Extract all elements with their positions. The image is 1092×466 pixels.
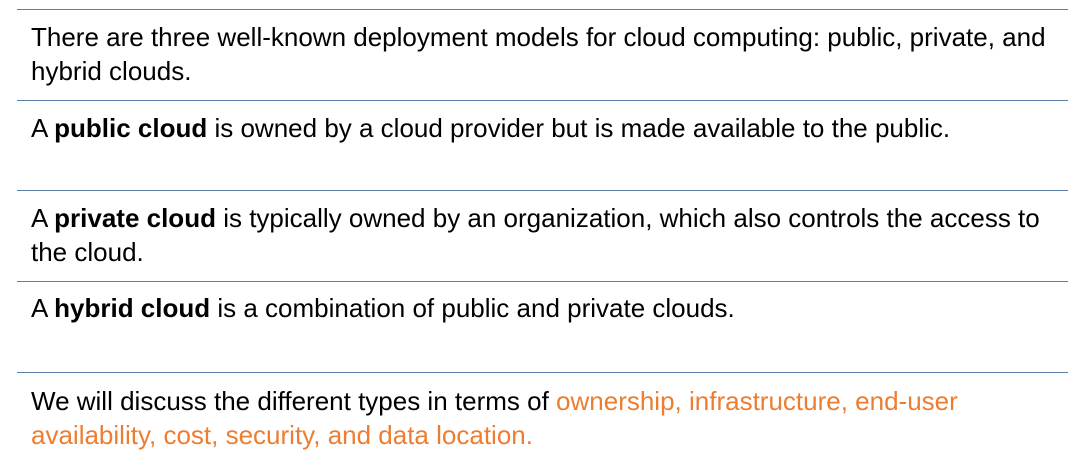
paragraph-intro: There are three well-known deployment mo… <box>31 20 1061 88</box>
paragraph-hybrid-cloud: A hybrid cloud is a combination of publi… <box>31 291 1061 325</box>
discussion-lead: We will discuss the different types in t… <box>31 386 557 416</box>
hybrid-cloud-definition: is a combination of public and private c… <box>210 293 735 323</box>
public-cloud-term: public cloud <box>54 113 208 143</box>
private-cloud-definition: is typically owned by an organization, w… <box>31 203 1040 267</box>
paragraph-discussion: We will discuss the different types in t… <box>31 384 1061 452</box>
public-cloud-definition: is owned by a cloud provider but is made… <box>207 113 951 143</box>
divider-2 <box>17 190 1068 191</box>
intro-text: There are three well-known deployment mo… <box>31 22 1046 86</box>
divider-top <box>17 9 1068 10</box>
private-cloud-prefix: A <box>31 203 55 233</box>
divider-1 <box>17 100 1068 101</box>
hybrid-cloud-term: hybrid cloud <box>54 293 211 323</box>
public-cloud-prefix: A <box>31 113 55 143</box>
hybrid-cloud-prefix: A <box>31 293 55 323</box>
divider-4 <box>17 372 1068 373</box>
divider-3 <box>17 281 1068 282</box>
discussion-topics-highlight: ownership, infrastructure, end-user avai… <box>31 386 958 450</box>
paragraph-public-cloud: A public cloud is owned by a cloud provi… <box>31 111 1061 145</box>
private-cloud-term: private cloud <box>54 203 216 233</box>
paragraph-private-cloud: A private cloud is typically owned by an… <box>31 201 1061 269</box>
